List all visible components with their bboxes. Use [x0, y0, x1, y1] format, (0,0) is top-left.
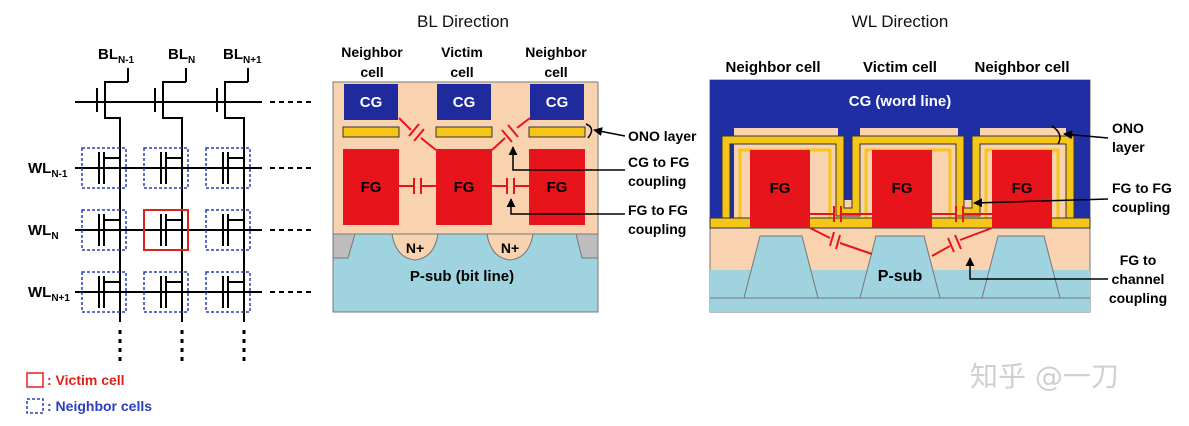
bl-fg-fg-capacitor [492, 178, 529, 194]
neighbor-cell-box [205, 271, 251, 313]
bl-fgfg-callout-line2: coupling [628, 221, 686, 237]
bitline-string-n+1 [216, 68, 249, 322]
bl-header-right-line2: cell [544, 64, 567, 80]
wl-fgfg-callout-line2: coupling [1112, 199, 1170, 215]
wl-fg-label: FG [892, 180, 913, 197]
wl-ono-arrow [1063, 130, 1109, 140]
wl-cg-label: CG (word line) [849, 93, 952, 110]
neighbor-cell-box [81, 271, 127, 313]
neighbor-cell-box [143, 147, 189, 189]
bl-cgfg-callout-line1: CG to FG [628, 154, 690, 170]
bitline-string-n [154, 68, 187, 322]
bl-substrate [332, 233, 599, 313]
bitline-label-n: BLN [168, 46, 195, 66]
bl-nplus-region [486, 233, 534, 261]
legend-neighbor-label: : Neighbor cells [47, 398, 152, 414]
bl-ono-layer [528, 126, 586, 138]
bitline-label-n-1: BLN-1 [98, 46, 135, 66]
wl-direction-cross-section: Neighbor cell Victim cell Neighbor cell … [709, 59, 1172, 313]
ono-bracket [585, 123, 593, 139]
wl-direction-title: WL Direction [852, 12, 949, 31]
bl-cg-fg-capacitor [491, 117, 531, 151]
wl-fg-fg-capacitor [810, 206, 872, 222]
wl-fgfg-callout-line1: FG to FG [1112, 180, 1172, 196]
wl-fg-channel-capacitor [931, 227, 993, 257]
neighbor-cell-box [205, 147, 251, 189]
bl-fg-block [436, 149, 492, 225]
bl-cg-block [437, 84, 491, 120]
wordline-label-n-1: WLN-1 [28, 160, 68, 180]
neighbor-cell-box [205, 209, 251, 251]
bl-fg-label: FG [547, 179, 568, 196]
bl-cgfg-callout-line2: coupling [628, 173, 686, 189]
wordline-label-n+1: WLN+1 [28, 284, 70, 304]
wl-channel-arrow [965, 257, 1108, 280]
wordline-label-n: WLN [28, 222, 59, 242]
bl-isolation [332, 233, 356, 259]
nand-array-schematic: BLN-1 BLN BLN+1 WLN-1 WLN WLN+1 [26, 46, 315, 414]
bl-header-right-line1: Neighbor [525, 44, 587, 60]
bl-cg-block [530, 84, 584, 120]
victim-cell-box [143, 209, 189, 251]
bl-cg-block [344, 84, 398, 120]
bl-direction-title: BL Direction [417, 12, 509, 31]
wl-fg-block [750, 150, 810, 228]
wl-fg-block [992, 150, 1052, 228]
wl-header-right: Neighbor cell [974, 59, 1069, 76]
bl-ono-layer [435, 126, 493, 138]
wl-fg-label: FG [1012, 180, 1033, 197]
neighbor-cell-box [143, 271, 189, 313]
wl-fg-label: FG [770, 180, 791, 197]
wl-channel-callout-line1: FG to [1120, 252, 1157, 268]
wl-fg-fg-capacitor [932, 206, 992, 222]
bl-fg-label: FG [361, 179, 382, 196]
wl-header-mid: Victim cell [863, 59, 937, 76]
bl-isolation [575, 233, 599, 259]
bl-header-mid-line2: cell [450, 64, 473, 80]
wl-ono-callout-line1: ONO [1112, 120, 1144, 136]
wl-channel-callout-line2: channel [1112, 271, 1165, 287]
wl-psub-label: P-sub [878, 268, 923, 285]
bl-header-left-line1: Neighbor [341, 44, 403, 60]
bl-cg-label: CG [360, 94, 383, 111]
ono-arrow [593, 127, 626, 137]
bl-nplus-region [391, 233, 439, 261]
neighbor-cell-box [81, 147, 127, 189]
cgfg-arrow [508, 146, 625, 171]
bl-cg-label: CG [453, 94, 476, 111]
bl-nplus-label: N+ [501, 240, 519, 256]
wl-ono-callout-line2: layer [1112, 139, 1145, 155]
wl-channel-callout-line3: coupling [1109, 290, 1167, 306]
bl-cg-label: CG [546, 94, 569, 111]
legend-victim-label: : Victim cell [47, 372, 125, 388]
neighbor-cell-box [81, 209, 127, 251]
fgfg-arrow [506, 198, 625, 215]
bitline-string-n-1 [75, 68, 129, 322]
bl-ono-layer [342, 126, 400, 138]
bl-fgfg-callout-line1: FG to FG [628, 202, 688, 218]
bl-header-left-line2: cell [360, 64, 383, 80]
wl-fgfg-arrow [973, 198, 1109, 208]
bl-direction-cross-section: Neighbor cell Victim cell Neighbor cell … [332, 44, 697, 313]
wl-ono-bracket [1051, 125, 1061, 145]
bl-fg-block [343, 149, 399, 225]
legend-neighbor-swatch [26, 398, 44, 414]
wl-header-left: Neighbor cell [725, 59, 820, 76]
bl-fg-fg-capacitor [399, 178, 436, 194]
watermark: 知乎 @一刀 [970, 360, 1119, 393]
legend-victim-swatch [26, 372, 44, 388]
bl-ono-callout: ONO layer [628, 128, 697, 144]
bl-header-mid-line1: Victim [441, 44, 483, 60]
wl-fg-block [872, 150, 932, 228]
bl-fg-block [529, 149, 585, 225]
wl-fg-channel-capacitor [809, 227, 873, 255]
bl-nplus-label: N+ [406, 240, 424, 256]
bl-fg-label: FG [454, 179, 475, 196]
wl-cg-wordline [710, 80, 1090, 218]
bl-cg-fg-capacitor [398, 117, 437, 151]
bl-psub-label: P-sub (bit line) [410, 268, 514, 285]
bitline-label-n+1: BLN+1 [223, 46, 262, 66]
